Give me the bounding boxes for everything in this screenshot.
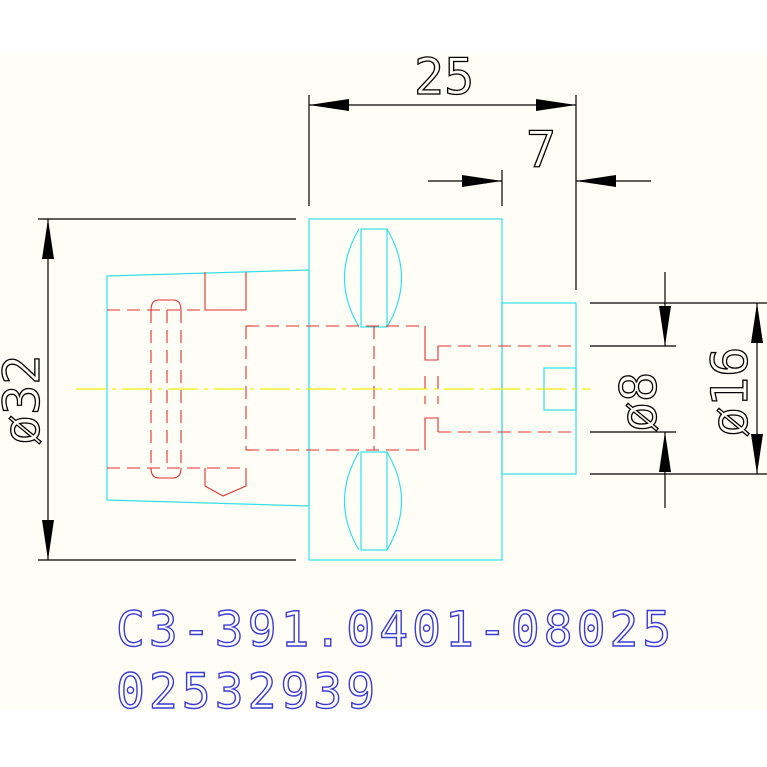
dimension-bore-diameter: ø8: [590, 272, 676, 508]
hidden-line: [204, 468, 247, 497]
dimension-text-7: 7: [526, 121, 556, 179]
dimension-text-d8: ø8: [610, 372, 668, 432]
dimension-arrow: [42, 219, 54, 259]
dimension-text-d16: ø16: [701, 347, 759, 437]
hidden-line: [150, 299, 182, 311]
hidden-line: [150, 467, 182, 479]
dimension-arrow: [659, 306, 671, 346]
dimension-arrow: [536, 99, 576, 111]
hidden-line: [424, 417, 439, 450]
dimension-arrow: [751, 434, 763, 474]
dimension-arrow: [462, 175, 502, 187]
dimension-arrow: [309, 99, 349, 111]
bottom-drive-slot: [344, 451, 402, 551]
hidden-line: [204, 272, 246, 311]
part-number-label: C3-391.0401-08025: [116, 602, 675, 658]
dimension-arrow: [42, 520, 54, 560]
dimension-text-25: 25: [414, 48, 474, 106]
dimension-arrow: [576, 175, 616, 187]
dimension-text-d32: ø32: [0, 355, 51, 445]
top-drive-slot: [344, 228, 402, 328]
hidden-lines: [107, 272, 576, 497]
dimension-arrow: [659, 432, 671, 472]
dimension-shank-length: 7: [428, 120, 651, 206]
drawing-background: [0, 55, 767, 710]
dimension-body-diameter: ø32: [0, 218, 296, 561]
article-number-label: 02532939: [116, 664, 379, 720]
bottom-slot-key: [360, 451, 388, 551]
hidden-line: [424, 326, 439, 361]
dimension-shank-diameter: ø16: [590, 302, 767, 475]
dimension-arrow: [751, 303, 763, 343]
dimension-overall-length: 25: [308, 47, 577, 290]
